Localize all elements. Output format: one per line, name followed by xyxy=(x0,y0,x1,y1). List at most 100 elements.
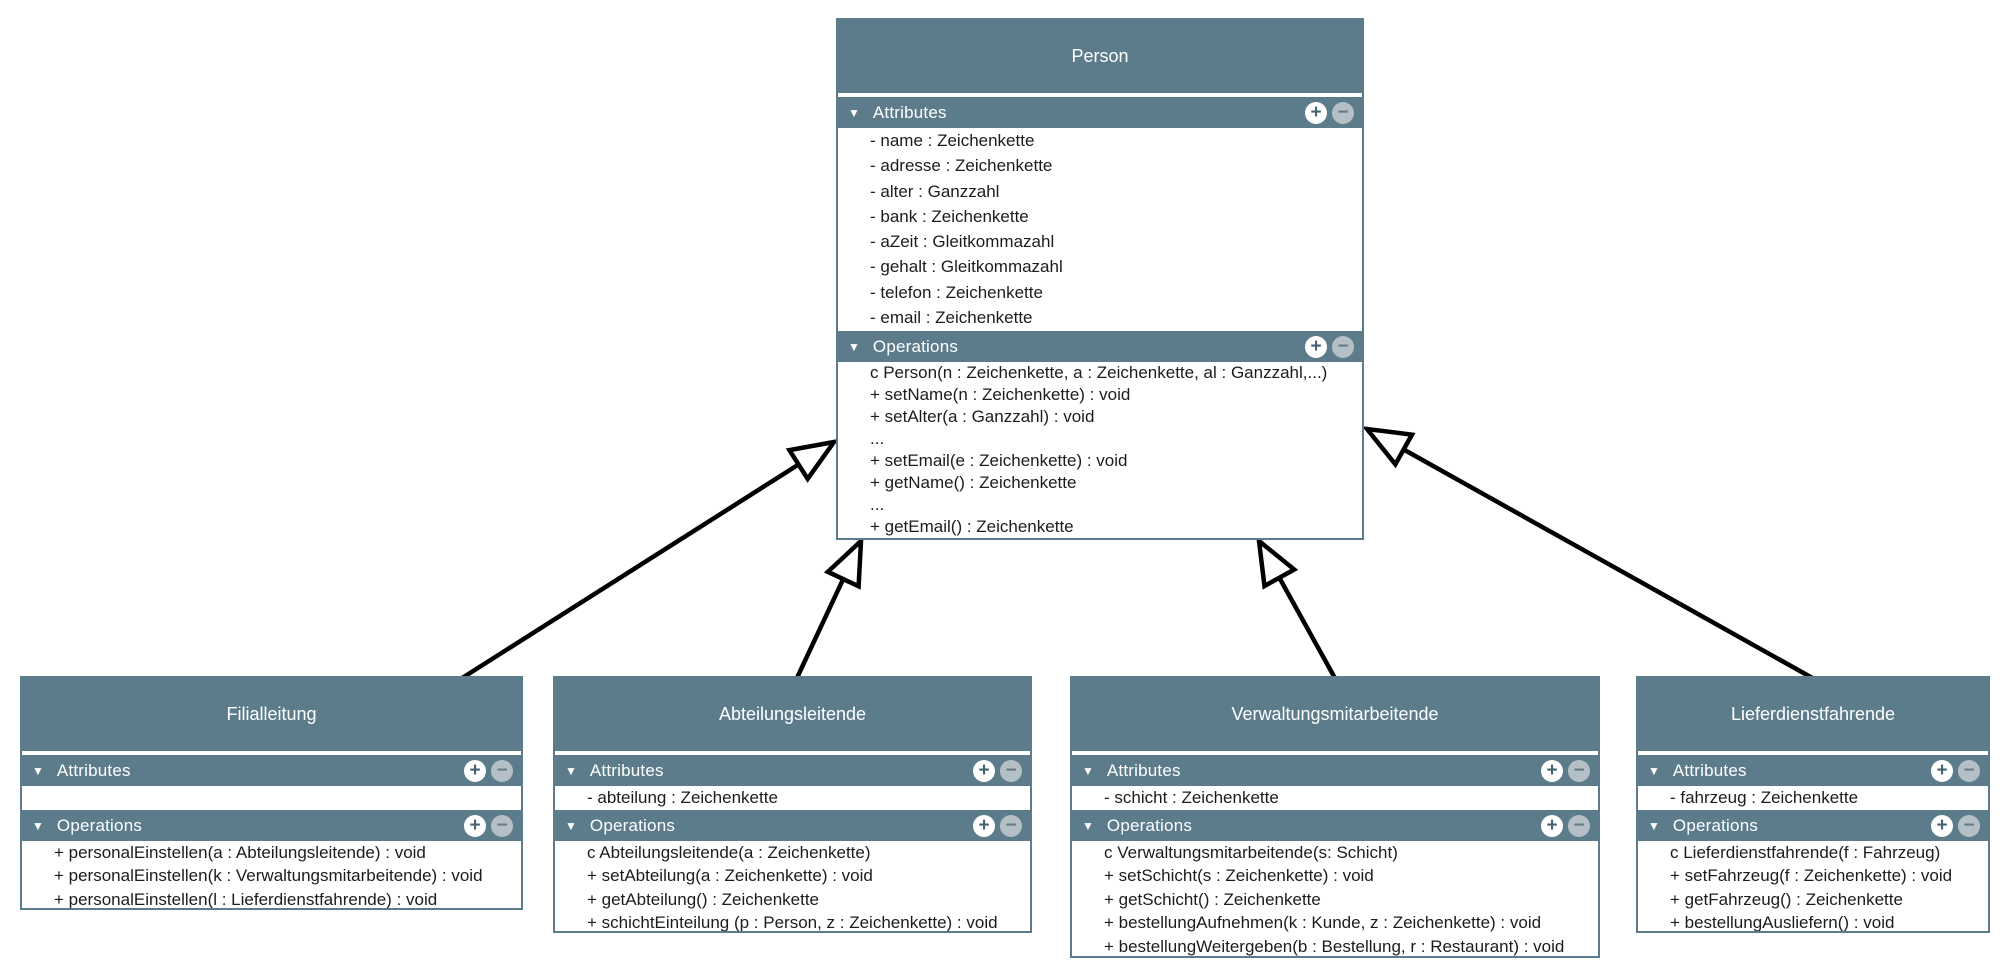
remove-operation-button[interactable]: − xyxy=(491,814,513,837)
remove-attribute-button[interactable]: − xyxy=(491,759,513,782)
attribute-row[interactable]: - gehalt : Gleitkommazahl xyxy=(870,257,1063,277)
class-title-bar[interactable]: Verwaltungsmitarbeitende xyxy=(1072,678,1598,751)
attributes-list: - name : Zeichenkette - adresse : Zeiche… xyxy=(838,128,1362,331)
operation-row[interactable]: + bestellungAusliefern() : void xyxy=(1670,913,1895,931)
attribute-row[interactable]: - fahrzeug : Zeichenkette xyxy=(1670,788,1859,807)
class-box-person[interactable]: Person ▼ Attributes + − - name : Zeichen… xyxy=(836,18,1364,540)
collapse-icon[interactable]: ▼ xyxy=(565,763,577,778)
operation-row[interactable]: c Abteilungsleitende(a : Zeichenkette) xyxy=(587,843,871,862)
operation-row[interactable]: c Lieferdienstfahrende(f : Fahrzeug) xyxy=(1670,843,1941,862)
add-operation-button[interactable]: + xyxy=(1541,814,1563,837)
operation-row[interactable]: + schichtEinteilung (p : Person, z : Zei… xyxy=(587,913,998,931)
remove-operation-button[interactable]: − xyxy=(1332,335,1354,358)
operation-row[interactable]: + setAbteilung(a : Zeichenkette) : void xyxy=(587,866,873,886)
attribute-row[interactable]: - email : Zeichenkette xyxy=(870,308,1033,328)
operation-row[interactable]: ... xyxy=(870,429,885,448)
attribute-row[interactable]: - adresse : Zeichenkette xyxy=(870,156,1053,176)
title-separator xyxy=(22,751,521,755)
operation-row[interactable]: + setSchicht(s : Zeichenkette) : void xyxy=(1104,866,1374,886)
add-operation-button[interactable]: + xyxy=(973,814,995,837)
remove-operation-button[interactable]: − xyxy=(1568,814,1590,837)
collapse-icon[interactable]: ▼ xyxy=(848,339,860,354)
operation-row[interactable]: + personalEinstellen(a : Abteilungsleite… xyxy=(54,843,426,862)
generalization-triangle-icon xyxy=(1256,535,1299,590)
collapse-icon[interactable]: ▼ xyxy=(32,763,44,778)
class-title: Abteilungsleitende xyxy=(718,704,867,724)
operation-row[interactable]: + getName() : Zeichenkette xyxy=(870,473,1077,492)
operation-row[interactable]: + setAlter(a : Ganzzahl) : void xyxy=(870,407,1095,426)
inheritance-arrow-abteilungsleitende[interactable] xyxy=(793,535,864,681)
add-operation-button[interactable]: + xyxy=(1931,814,1953,837)
remove-attribute-button[interactable]: − xyxy=(1000,759,1022,782)
attribute-row[interactable]: - abteilung : Zeichenkette xyxy=(587,788,778,807)
operation-row[interactable]: + setEmail(e : Zeichenkette) : void xyxy=(870,451,1128,470)
title-separator xyxy=(1638,751,1988,755)
class-title-bar[interactable]: Abteilungsleitende xyxy=(555,678,1030,751)
collapse-icon[interactable]: ▼ xyxy=(848,105,860,120)
remove-operation-button[interactable]: − xyxy=(1958,814,1980,837)
operations-list: c Lieferdienstfahrende(f : Fahrzeug) + s… xyxy=(1638,841,1988,931)
collapse-icon[interactable]: ▼ xyxy=(32,818,44,833)
remove-attribute-button[interactable]: − xyxy=(1332,101,1354,124)
remove-operation-button[interactable]: − xyxy=(1000,814,1022,837)
operation-row[interactable]: ... xyxy=(870,495,885,514)
collapse-icon[interactable]: ▼ xyxy=(1648,818,1660,833)
operation-row[interactable]: + personalEinstellen(k : Verwaltungsmita… xyxy=(54,866,483,886)
class-box-abteilungsleitende[interactable]: Abteilungsleitende ▼ Attributes + − - ab… xyxy=(553,676,1032,933)
operation-row[interactable]: + getFahrzeug() : Zeichenkette xyxy=(1670,889,1903,909)
operation-row[interactable]: + bestellungWeitergeben(b : Bestellung, … xyxy=(1104,936,1565,956)
operations-section-header: ▼ Operations + − xyxy=(838,331,1362,362)
operations-list: c Abteilungsleitende(a : Zeichenkette) +… xyxy=(555,841,1030,931)
title-separator xyxy=(555,751,1030,755)
operation-row[interactable]: c Person(n : Zeichenkette, a : Zeichenke… xyxy=(870,363,1328,382)
class-title-bar[interactable]: Filialleitung xyxy=(22,678,521,751)
add-attribute-button[interactable]: + xyxy=(1305,101,1327,124)
add-attribute-button[interactable]: + xyxy=(973,759,995,782)
generalization-triangle-icon xyxy=(823,535,864,590)
class-title: Filialleitung xyxy=(226,704,317,724)
class-box-lieferdienstfahrende[interactable]: Lieferdienstfahrende ▼ Attributes + − - … xyxy=(1636,676,1990,933)
operations-label: Operations xyxy=(589,815,676,835)
operation-row[interactable]: + setFahrzeug(f : Zeichenkette) : void xyxy=(1670,866,1953,886)
operations-label: Operations xyxy=(56,815,143,835)
add-operation-button[interactable]: + xyxy=(464,814,486,837)
remove-attribute-button[interactable]: − xyxy=(1958,759,1980,782)
attribute-row[interactable]: - bank : Zeichenkette xyxy=(870,206,1029,226)
operation-row[interactable]: + getSchicht() : Zeichenkette xyxy=(1104,889,1321,909)
inheritance-arrow-filialleitung[interactable] xyxy=(457,438,840,682)
remove-attribute-button[interactable]: − xyxy=(1568,759,1590,782)
add-attribute-button[interactable]: + xyxy=(464,759,486,782)
collapse-icon[interactable]: ▼ xyxy=(1648,763,1660,778)
attribute-row[interactable]: - alter : Ganzzahl xyxy=(870,181,1000,201)
attribute-row[interactable]: - schicht : Zeichenkette xyxy=(1104,788,1279,807)
class-title-bar[interactable]: Person xyxy=(838,20,1362,93)
class-box-verwaltungsmitarbeitende[interactable]: Verwaltungsmitarbeitende ▼ Attributes + … xyxy=(1070,676,1600,958)
collapse-icon[interactable]: ▼ xyxy=(565,818,577,833)
operation-row[interactable]: + setName(n : Zeichenkette) : void xyxy=(870,385,1131,404)
operation-row[interactable]: + getEmail() : Zeichenkette xyxy=(870,517,1074,536)
attributes-label: Attributes xyxy=(1106,760,1181,780)
operation-row[interactable]: c Verwaltungsmitarbeitende(s: Schicht) xyxy=(1104,843,1398,862)
operations-section-header: ▼ Operations + − xyxy=(22,810,521,841)
add-operation-button[interactable]: + xyxy=(1305,335,1327,358)
class-box-filialleitung[interactable]: Filialleitung ▼ Attributes + − ▼ Operati… xyxy=(20,676,523,910)
add-attribute-button[interactable]: + xyxy=(1931,759,1953,782)
attribute-row[interactable]: - name : Zeichenkette xyxy=(870,131,1035,150)
operations-list: c Verwaltungsmitarbeitende(s: Schicht) +… xyxy=(1072,841,1598,956)
title-separator xyxy=(1072,751,1598,755)
inheritance-arrow-verwaltungsmitarbeitende[interactable] xyxy=(1256,535,1338,682)
operation-row[interactable]: + personalEinstellen(l : Lieferdienstfah… xyxy=(54,889,438,908)
attributes-list xyxy=(22,786,521,810)
operation-row[interactable]: + getAbteilung() : Zeichenkette xyxy=(587,889,819,909)
class-title-bar[interactable]: Lieferdienstfahrende xyxy=(1638,678,1988,751)
operations-label: Operations xyxy=(872,336,959,356)
attribute-row[interactable]: - telefon : Zeichenkette xyxy=(870,282,1043,302)
operation-row[interactable]: + bestellungAufnehmen(k : Kunde, z : Zei… xyxy=(1104,913,1542,933)
inheritance-arrow-lieferdienstfahrende[interactable] xyxy=(1361,426,1818,682)
attribute-row[interactable]: - aZeit : Gleitkommazahl xyxy=(870,232,1055,252)
attributes-section-header: ▼ Attributes + − xyxy=(1072,755,1598,786)
collapse-icon[interactable]: ▼ xyxy=(1082,763,1094,778)
collapse-icon[interactable]: ▼ xyxy=(1082,818,1094,833)
add-attribute-button[interactable]: + xyxy=(1541,759,1563,782)
